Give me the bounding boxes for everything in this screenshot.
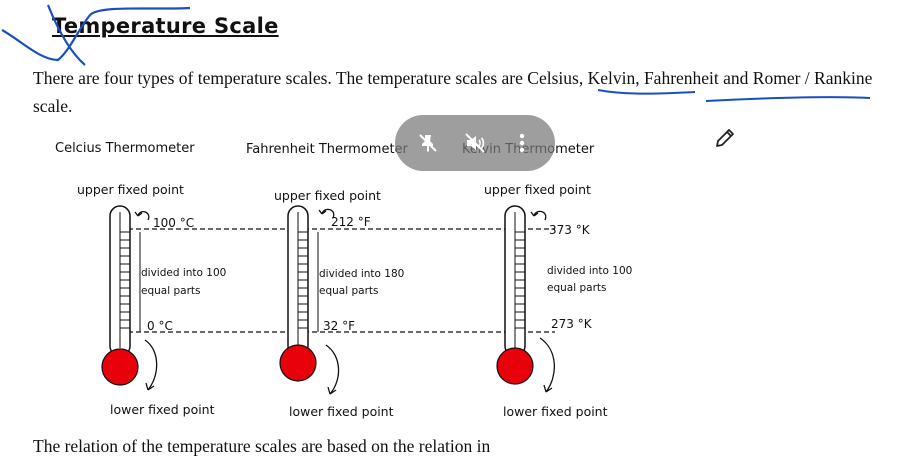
footer-paragraph: The relation of the temperature scales a… (33, 436, 491, 456)
lower-value-kelvin: 273 °K (551, 317, 593, 331)
lower-value-celsius: 0 °C (147, 319, 173, 333)
thermometer-kelvin (496, 205, 556, 393)
more-vertical-icon[interactable] (504, 125, 540, 161)
thermometer-fahrenheit (279, 205, 340, 395)
thermo-title-celsius: Celcius Thermometer (55, 141, 195, 156)
division-line1-fahrenheit: divided into 180 (319, 268, 404, 280)
upper-label-fahrenheit: upper fixed point (274, 188, 381, 203)
pencil-icon[interactable] (713, 126, 737, 150)
upper-label-kelvin: upper fixed point (484, 182, 591, 197)
lower-value-fahrenheit: 32 °F (323, 319, 355, 333)
thermo-title-fahrenheit: Fahrenheit Thermometer (246, 142, 409, 157)
lower-label-celsius: lower fixed point (110, 402, 215, 417)
upper-label-celsius: upper fixed point (77, 182, 184, 197)
pin-off-icon[interactable] (410, 125, 446, 161)
lower-label-fahrenheit: lower fixed point (289, 404, 394, 419)
upper-value-kelvin: 373 °K (549, 223, 591, 237)
division-line2-celsius: equal parts (141, 285, 200, 297)
thermometer-celsius (101, 205, 158, 391)
division-line1-celsius: divided into 100 (141, 267, 226, 279)
division-line1-kelvin: divided into 100 (547, 265, 632, 277)
division-line2-fahrenheit: equal parts (319, 285, 378, 297)
volume-off-icon[interactable] (457, 125, 493, 161)
bulb-fahrenheit (279, 344, 317, 382)
lower-label-kelvin: lower fixed point (503, 404, 608, 419)
bulb-kelvin (496, 347, 534, 385)
upper-value-celsius: 100 °C (153, 216, 194, 230)
floating-toolbar (395, 115, 555, 171)
upper-value-fahrenheit: 212 °F (331, 215, 371, 229)
bulb-celsius (101, 348, 139, 386)
division-line2-kelvin: equal parts (547, 282, 606, 294)
intro-paragraph: There are four types of temperature scal… (33, 68, 873, 116)
